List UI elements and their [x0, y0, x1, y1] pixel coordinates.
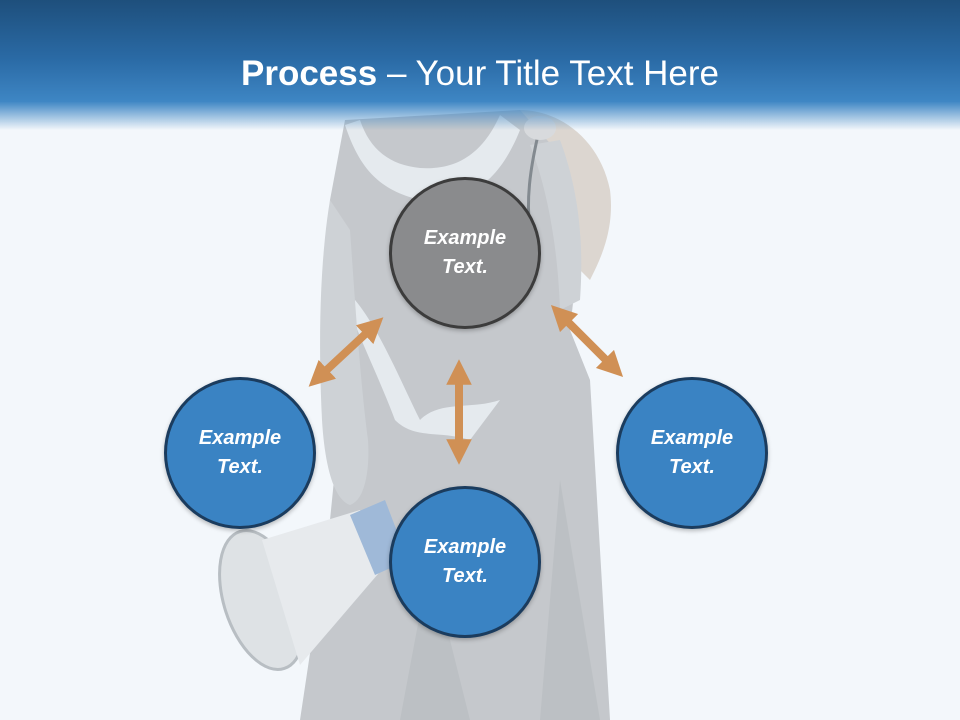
arrow-top-right — [550, 304, 624, 378]
header-bar: Process – Your Title Text Here — [0, 0, 960, 130]
title-rest: – Your Title Text Here — [377, 54, 719, 93]
node-bottom-text: Example Text. — [423, 536, 507, 587]
node-left: Example Text. — [164, 377, 316, 529]
arrow-top-left — [308, 317, 384, 387]
node-right: Example Text. — [616, 377, 768, 529]
node-bottom: Example Text. — [389, 486, 541, 638]
node-top-text: Example Text. — [423, 227, 507, 278]
title-bold: Process — [241, 54, 378, 93]
slide-title: Process – Your Title Text Here — [0, 52, 960, 96]
node-top: Example Text. — [389, 177, 541, 329]
node-left-text: Example Text. — [198, 427, 282, 478]
node-right-text: Example Text. — [650, 427, 734, 478]
